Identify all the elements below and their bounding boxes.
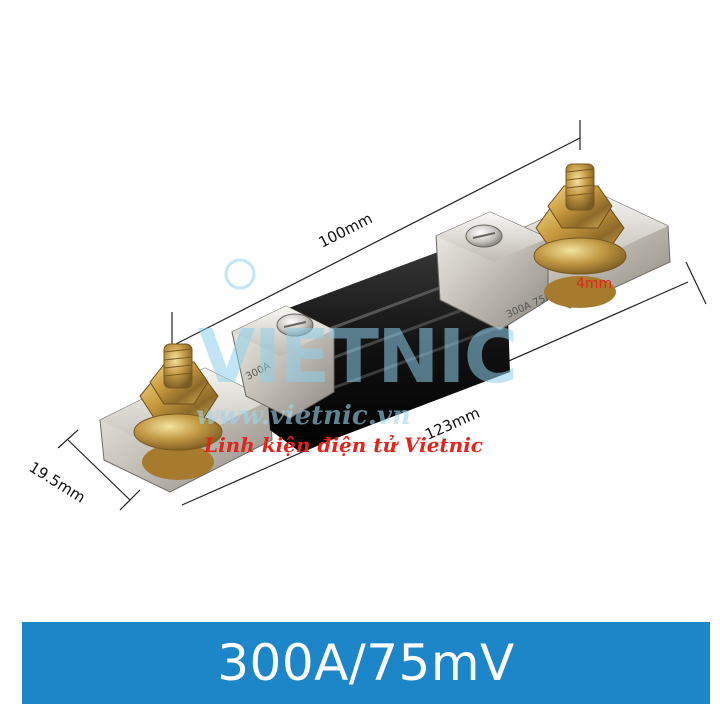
watermark-url: www.vietnic.vn xyxy=(196,401,411,431)
watermark-logo-icon xyxy=(224,258,256,290)
right-bolt xyxy=(533,163,627,308)
dimension-thickness: 4mm xyxy=(576,276,612,292)
left-bolt xyxy=(133,343,223,480)
spec-banner: 300A/75mV xyxy=(22,622,710,704)
right-contact-block: 300A 75mV xyxy=(435,211,563,331)
left-contact-block: 300A xyxy=(231,305,335,419)
dimension-length-top: 100mm xyxy=(316,209,376,251)
spec-banner-label: 300A/75mV xyxy=(217,634,515,692)
shop-caption: Linh kiện điện tử Vietnic xyxy=(203,433,483,457)
watermark-brand: VIETNIC xyxy=(198,314,518,400)
dimension-width: 19.5mm xyxy=(26,458,89,506)
watermark: VIETNIC www.vietnic.vn xyxy=(196,258,518,431)
